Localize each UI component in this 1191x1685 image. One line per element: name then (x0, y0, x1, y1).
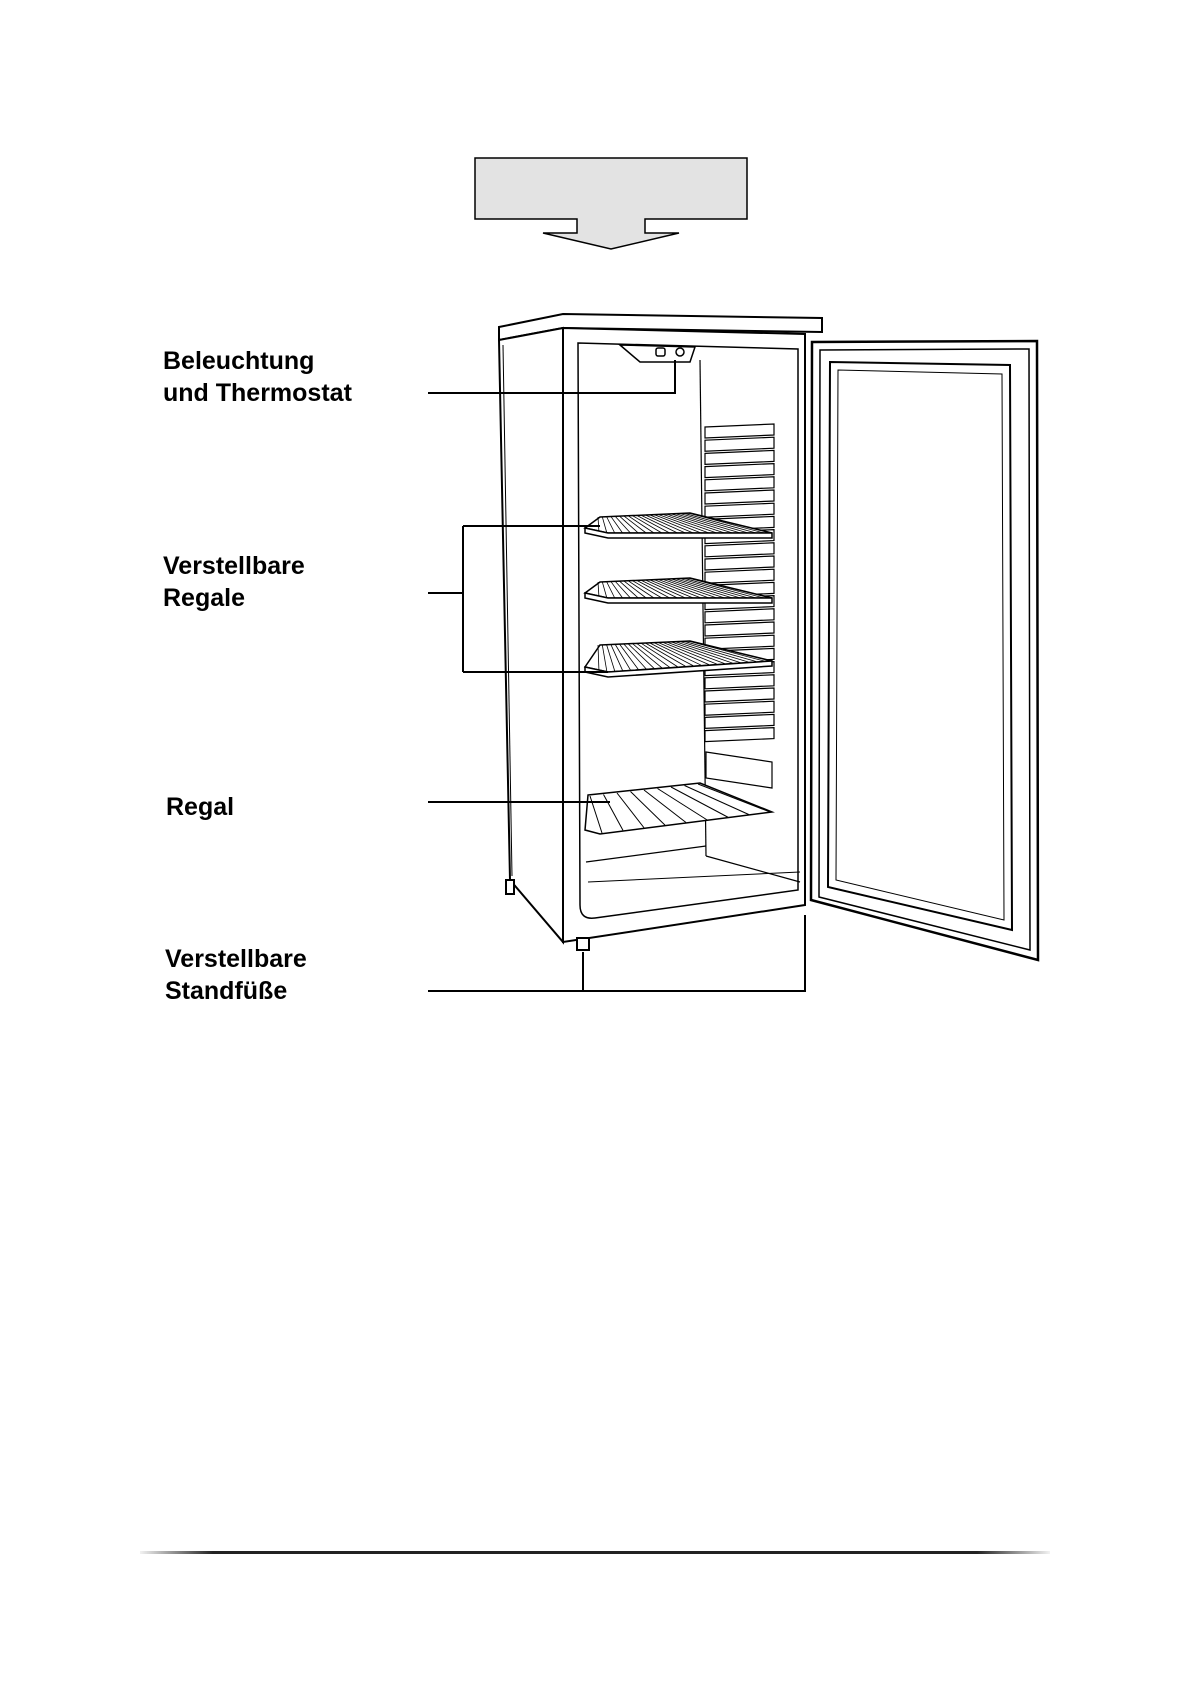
wall-rib (705, 543, 774, 557)
label-lighting-line2: und Thermostat (163, 377, 352, 409)
wall-rib (705, 688, 774, 702)
banner-arrow (475, 158, 747, 249)
door (811, 341, 1038, 960)
wall-rib (705, 424, 774, 438)
wall-rib (705, 464, 774, 478)
wall-rib (705, 503, 774, 517)
label-feet-line2: Standfüße (165, 975, 287, 1007)
label-feet-line1: Verstellbare (165, 943, 307, 975)
label-lighting-line1: Beleuchtung (163, 345, 314, 377)
wall-rib (705, 675, 774, 689)
label-shelves-line1: Verstellbare (163, 550, 305, 582)
wall-rib (705, 622, 774, 636)
wall-rib (705, 701, 774, 715)
wall-rib (705, 714, 774, 728)
wall-rib (705, 556, 774, 570)
wall-rib (705, 609, 774, 623)
label-shelf: Regal (166, 791, 234, 823)
wall-rib (705, 450, 774, 464)
wall-rib (705, 477, 774, 491)
wall-rib (705, 490, 774, 504)
wall-rib (705, 569, 774, 583)
label-shelves-line2: Regale (163, 582, 245, 614)
wall-rib (705, 728, 774, 742)
footer-rule (140, 1551, 1050, 1554)
wall-rib (705, 437, 774, 451)
